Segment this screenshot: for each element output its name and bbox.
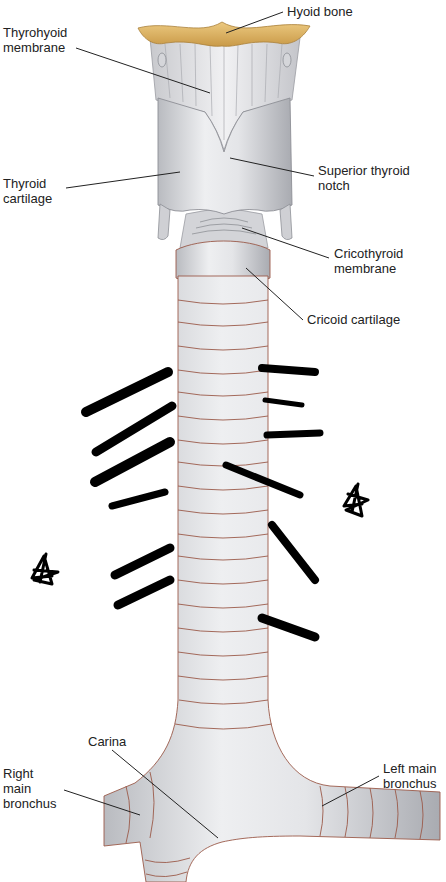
hyoid-bone	[138, 22, 310, 46]
leader-line	[76, 48, 210, 93]
bronchial-ring	[146, 872, 187, 877]
leader-line	[230, 158, 314, 176]
part-label: Left main bronchus	[383, 761, 436, 791]
tracheal-rings	[126, 300, 423, 877]
leader-line	[246, 268, 303, 320]
thyroid-shield	[158, 98, 292, 214]
marker-stroke	[115, 548, 170, 575]
marker-stroke	[267, 433, 320, 435]
tracheal-ring	[178, 676, 268, 680]
marker-stroke	[265, 400, 302, 405]
part-label: Hyoid bone	[287, 4, 353, 19]
part-label: Superior thyroid notch	[318, 163, 418, 193]
tracheal-ring	[178, 392, 268, 396]
tracheal-ring	[178, 652, 268, 656]
leader-line	[64, 790, 140, 815]
part-label: Cricothyroid membrane	[334, 246, 403, 276]
bronchial-ring	[420, 791, 423, 839]
bronchial-ring	[395, 789, 398, 838]
tracheal-ring	[178, 346, 268, 350]
tracheal-ring	[179, 700, 268, 704]
tracheal-ring	[178, 300, 268, 304]
bronchial-ring	[370, 788, 373, 838]
leader-line	[66, 172, 180, 188]
tracheal-ring	[175, 724, 272, 729]
leader-line	[242, 228, 329, 258]
marker-stroke	[96, 406, 172, 452]
tracheal-ring	[178, 370, 268, 374]
marker-stroke	[262, 368, 315, 372]
tracheal-ring	[178, 534, 268, 538]
tracheal-ring	[178, 628, 268, 632]
triticeous-cartilage	[283, 53, 291, 67]
tracheal-ring	[178, 440, 268, 444]
marker-stroke	[112, 492, 165, 506]
triticeous-cartilage	[158, 53, 166, 67]
marker-stroke	[86, 372, 168, 412]
part-label: Thyrohyoid membrane	[3, 25, 67, 55]
leader-line	[322, 776, 379, 806]
tracheal-ring	[178, 322, 268, 326]
marker-stroke	[118, 580, 170, 605]
hand-drawn-marks	[32, 368, 368, 637]
leader-line	[226, 12, 283, 33]
bronchial-ring	[345, 787, 348, 837]
part-label: Cricoid cartilage	[307, 312, 400, 327]
tracheal-ring	[178, 486, 268, 490]
part-label: Carina	[88, 734, 126, 749]
part-label: Thyroid cartilage	[3, 176, 52, 206]
part-label: Right main bronchus	[3, 766, 56, 811]
leader-line	[112, 750, 218, 838]
tracheal-ring	[178, 556, 268, 560]
tracheal-ring	[178, 580, 268, 584]
star-scribble	[344, 484, 368, 516]
bronchial-ring	[145, 858, 190, 863]
marker-stroke	[262, 618, 315, 637]
inferior-horn	[158, 204, 170, 240]
marker-stroke	[272, 525, 315, 580]
leader-lines	[64, 12, 379, 838]
star-scribble	[32, 554, 58, 584]
tracheal-ring	[178, 604, 268, 608]
thyroid-cartilage	[158, 98, 292, 240]
membrane-fibres	[192, 218, 256, 234]
tracheal-ring	[178, 416, 268, 420]
bronchial-ring	[320, 786, 323, 836]
tracheal-ring	[178, 510, 268, 514]
trachea	[104, 276, 440, 882]
bronchial-ring	[126, 786, 130, 843]
marker-stroke	[226, 465, 300, 495]
inferior-horn	[280, 204, 292, 240]
